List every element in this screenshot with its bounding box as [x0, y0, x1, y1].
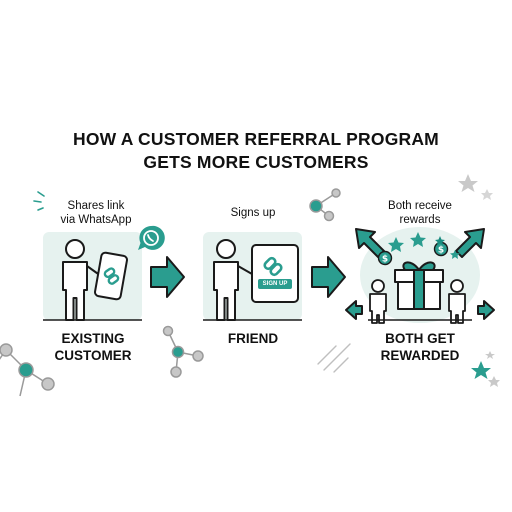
panel-existing-customer — [43, 232, 142, 320]
link-icon — [263, 256, 283, 277]
svg-text:$: $ — [438, 246, 444, 256]
dollar-coin-icon: $ — [377, 250, 393, 266]
label-line: REWARDED — [380, 348, 460, 363]
arrow-right-icon — [311, 256, 346, 298]
dollar-coin-icon: $ — [433, 241, 449, 257]
tablet-friend — [251, 244, 299, 303]
motion-lines — [317, 343, 351, 373]
label-line: BOTH GET — [385, 331, 455, 346]
person-friend — [213, 239, 253, 321]
label-friend: FRIEND — [203, 330, 303, 347]
svg-text:$: $ — [382, 255, 388, 265]
person-existing-customer — [62, 239, 102, 321]
network-decoration-top — [309, 188, 341, 222]
page-title-line-2: GETS MORE CUSTOMERS — [143, 152, 369, 172]
phone-existing-customer — [94, 251, 128, 301]
whatsapp-icon — [138, 225, 165, 250]
caption-friend: Signs up — [203, 206, 303, 220]
label-line: CUSTOMER — [54, 348, 132, 363]
caption-line: Both receive — [388, 200, 452, 212]
caption-line: Signs up — [230, 207, 276, 219]
caption-line: Shares link — [67, 200, 125, 212]
decor-stars-right — [458, 174, 500, 387]
link-icon — [103, 267, 120, 285]
star-icon — [388, 232, 460, 259]
person-reward-left — [369, 279, 387, 324]
caption-rewards: Both receive rewards — [360, 199, 480, 227]
network-decoration-mid — [162, 325, 204, 378]
network-decoration-left — [0, 343, 55, 397]
reward-arrows — [345, 228, 495, 320]
label-line: FRIEND — [227, 331, 279, 346]
page-title-line-1: HOW A CUSTOMER REFERRAL PROGRAM — [73, 129, 439, 149]
caption-existing-customer: Shares link via WhatsApp — [42, 199, 150, 227]
sign-up-badge-text: SIGN UP — [262, 281, 288, 287]
label-line: EXISTING — [61, 331, 125, 346]
person-reward-right — [448, 279, 466, 324]
arrow-right-icon — [150, 256, 185, 298]
sparkle-marks — [33, 191, 45, 211]
gift-icon — [394, 261, 444, 310]
sign-up-badge — [258, 279, 292, 289]
label-rewards: BOTH GET REWARDED — [362, 330, 478, 364]
caption-line: via WhatsApp — [60, 214, 132, 226]
label-existing-customer: EXISTING CUSTOMER — [34, 330, 152, 364]
caption-line: rewards — [399, 214, 441, 226]
